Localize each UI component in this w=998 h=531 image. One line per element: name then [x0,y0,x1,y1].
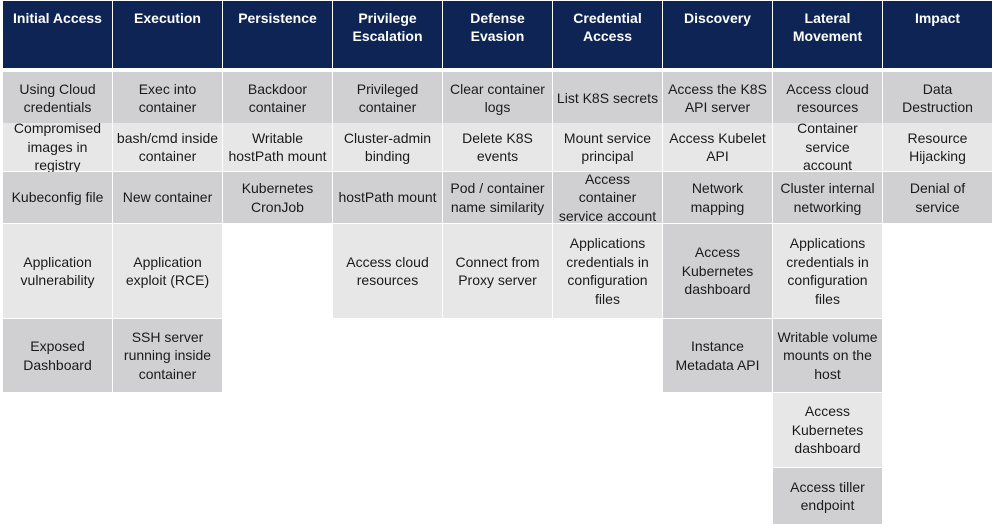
column-header-impact: Impact [883,1,992,68]
column-header-discovery: Discovery [663,1,772,68]
technique-cell-execution-new-container: New container [113,172,222,223]
column-header-persistence: Persistence [223,1,332,68]
technique-cell-initial-access-kubeconfig-file: Kubeconfig file [3,172,112,223]
column-header-initial-access: Initial Access [3,1,112,68]
technique-cell-impact-denial-of-service: Denial of service [883,172,992,223]
technique-cell-privilege-escalation-hostpath-mount: hostPath mount [333,172,442,223]
technique-cell-credential-access-list-k8s-secrets: List K8S secrets [553,72,662,124]
technique-cell-impact-data-destruction: Data Destruction [883,72,992,124]
column-header-execution: Execution [113,1,222,68]
